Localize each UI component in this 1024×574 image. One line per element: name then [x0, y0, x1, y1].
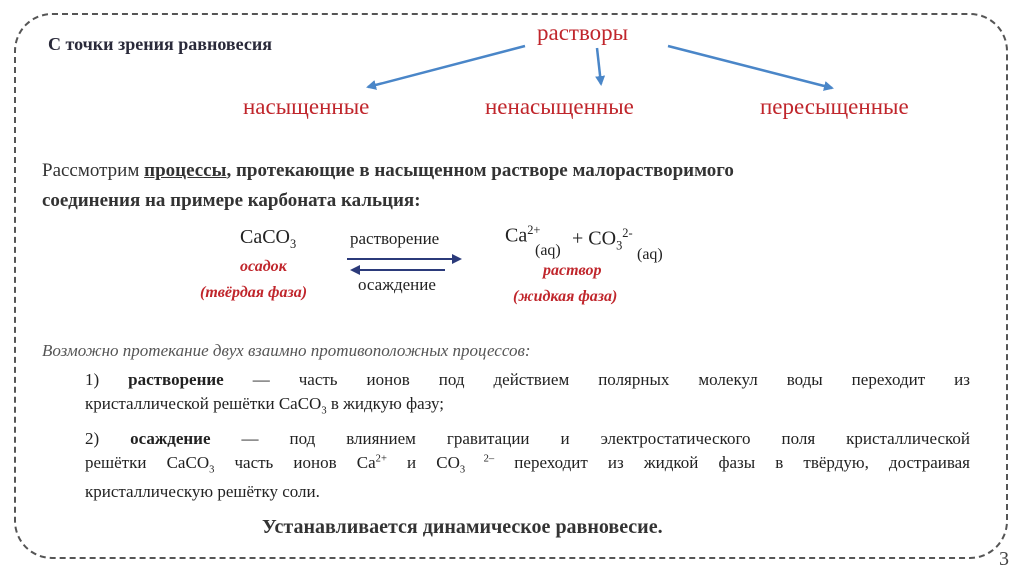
eq-backward-label: осаждение: [358, 275, 436, 294]
item2-line1: 2) осаждение — под влиянием гравитации и…: [85, 429, 970, 449]
item1-num: 1): [85, 370, 100, 389]
item2-l2sub2: 3: [459, 464, 466, 476]
ca-charge: 2+: [527, 223, 541, 237]
intro-line2: соединения на примере карбоната кальция:: [42, 190, 421, 211]
intro-line1: Рассмотрим процессы, протекающие в насыщ…: [42, 160, 734, 182]
intro-part1: Рассмотрим: [42, 160, 145, 181]
eq-solution-label: раствор: [543, 262, 602, 279]
caco3-sub: 3: [290, 237, 297, 251]
item1-line1: 1) растворение — часть ионов под действи…: [85, 370, 970, 390]
page-number: 3: [999, 548, 1009, 570]
item2-rest: — под влиянием гравитации и электростати…: [210, 429, 971, 448]
eq-forward-label: растворение: [350, 229, 440, 248]
intro-processes: процессы: [144, 160, 227, 181]
arrow-to-unsaturated: [595, 47, 606, 86]
item1-term: растворение: [128, 370, 224, 389]
item2-num: 2): [85, 429, 100, 448]
eq-co3-ion: + CO32-: [572, 226, 633, 254]
branch-supersaturated: пересыщенные: [760, 94, 909, 119]
eq-ca-state: (aq): [535, 242, 561, 259]
eq-ca-ion: Ca2+: [505, 223, 540, 248]
item2-line2: решётки CaCO3 часть ионов Ca2+ и CO3 2– …: [85, 453, 970, 475]
possible-processes: Возможно протекание двух взаимно противо…: [42, 341, 531, 360]
item2-l2b: часть ионов Ca: [214, 453, 376, 472]
heading-left: С точки зрения равновесия: [48, 34, 272, 54]
slide-frame: [14, 13, 1008, 559]
item1-l2sub: 3: [321, 405, 327, 417]
eq-liquid-phase-label: (жидкая фаза): [513, 288, 618, 305]
root-solutions: растворы: [537, 20, 629, 45]
co3-charge: 2-: [622, 226, 633, 240]
item2-term: осаждение: [130, 429, 211, 448]
eq-solid-phase-label: (твёрдая фаза): [200, 284, 308, 301]
caco3-text: CaCO: [240, 226, 290, 248]
ca-text: Ca: [505, 224, 528, 247]
eq-co3-state: (aq): [637, 246, 663, 263]
item2-l2c: и CO: [386, 453, 460, 472]
item2-line3: кристаллическую решётку соли.: [85, 482, 320, 501]
conclusion: Устанавливается динамическое равновесие.: [262, 516, 663, 538]
co3-sub: 3: [616, 238, 623, 253]
item2-l2sub: 3: [209, 464, 215, 476]
eq-precipitate-label: осадок: [240, 258, 287, 275]
branch-unsaturated: ненасыщенные: [485, 94, 634, 119]
item1-line2: кристаллической решётки CaCO3 в жидкую ф…: [85, 394, 444, 416]
item2-l2a: решётки CaCO: [85, 453, 210, 472]
arrow-to-saturated: [366, 44, 526, 90]
co3-text: + CO: [572, 227, 617, 250]
item1-l2b: в жидкую фазу;: [326, 394, 444, 413]
intro-part3: , протекающие в насыщенном растворе мало…: [226, 160, 734, 181]
branch-saturated: насыщенные: [243, 94, 370, 119]
eq-left-formula: CaCO3: [240, 226, 296, 252]
item2-l2sup1: 2+: [375, 453, 387, 465]
item1-l2a: кристаллической решётки CaCO: [85, 394, 322, 413]
arrow-to-supersaturated: [667, 44, 834, 91]
item1-rest: — часть ионов под действием полярных мол…: [223, 370, 970, 389]
item2-l2sup2: 2–: [465, 453, 495, 465]
item2-l2d: переходит из жидкой фазы в твёрдую, дост…: [494, 453, 971, 472]
